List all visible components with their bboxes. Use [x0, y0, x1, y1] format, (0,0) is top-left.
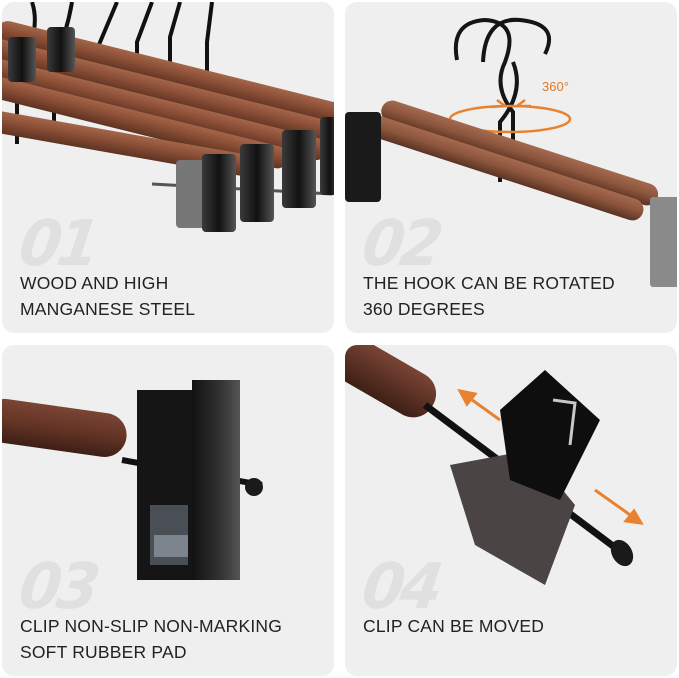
- feature-number: 02: [357, 207, 444, 281]
- feature-panel-soft-pad: 03 CLIP NON-SLIP NON-MARKING SOFT RUBBER…: [2, 345, 334, 676]
- caption-line: WOOD AND HIGH: [20, 273, 169, 293]
- feature-caption: WOOD AND HIGH MANGANESE STEEL: [20, 270, 195, 322]
- feature-panel-rotating-hook: 360° 02 THE HOOK CAN BE ROTATED 360 DEGR…: [345, 2, 677, 333]
- rotating-hook-illustration: [345, 17, 677, 287]
- rotation-degree-label: 360°: [542, 79, 569, 94]
- feature-number: 01: [14, 207, 101, 281]
- stacked-hangers-illustration: [2, 2, 334, 232]
- caption-line: CLIP NON-SLIP NON-MARKING: [20, 616, 283, 636]
- feature-caption: CLIP CAN BE MOVED: [363, 613, 544, 639]
- feature-caption: CLIP NON-SLIP NON-MARKING SOFT RUBBER PA…: [20, 613, 282, 665]
- caption-line: MANGANESE STEEL: [20, 299, 196, 319]
- feature-panel-movable-clip: 04 CLIP CAN BE MOVED: [345, 345, 677, 676]
- caption-line: CLIP CAN BE MOVED: [363, 616, 545, 636]
- feature-panel-wood-steel: 01 WOOD AND HIGH MANGANESE STEEL: [2, 2, 334, 333]
- clip-closeup-illustration: [2, 380, 263, 580]
- feature-number: 03: [14, 550, 101, 624]
- feature-number: 04: [357, 550, 444, 624]
- caption-line: SOFT RUBBER PAD: [20, 642, 187, 662]
- feature-caption: THE HOOK CAN BE ROTATED 360 DEGREES: [363, 270, 615, 322]
- sliding-clip-illustration: [345, 345, 644, 585]
- caption-line: 360 DEGREES: [363, 299, 485, 319]
- move-arrows-icon: [457, 388, 644, 525]
- caption-line: THE HOOK CAN BE ROTATED: [363, 273, 615, 293]
